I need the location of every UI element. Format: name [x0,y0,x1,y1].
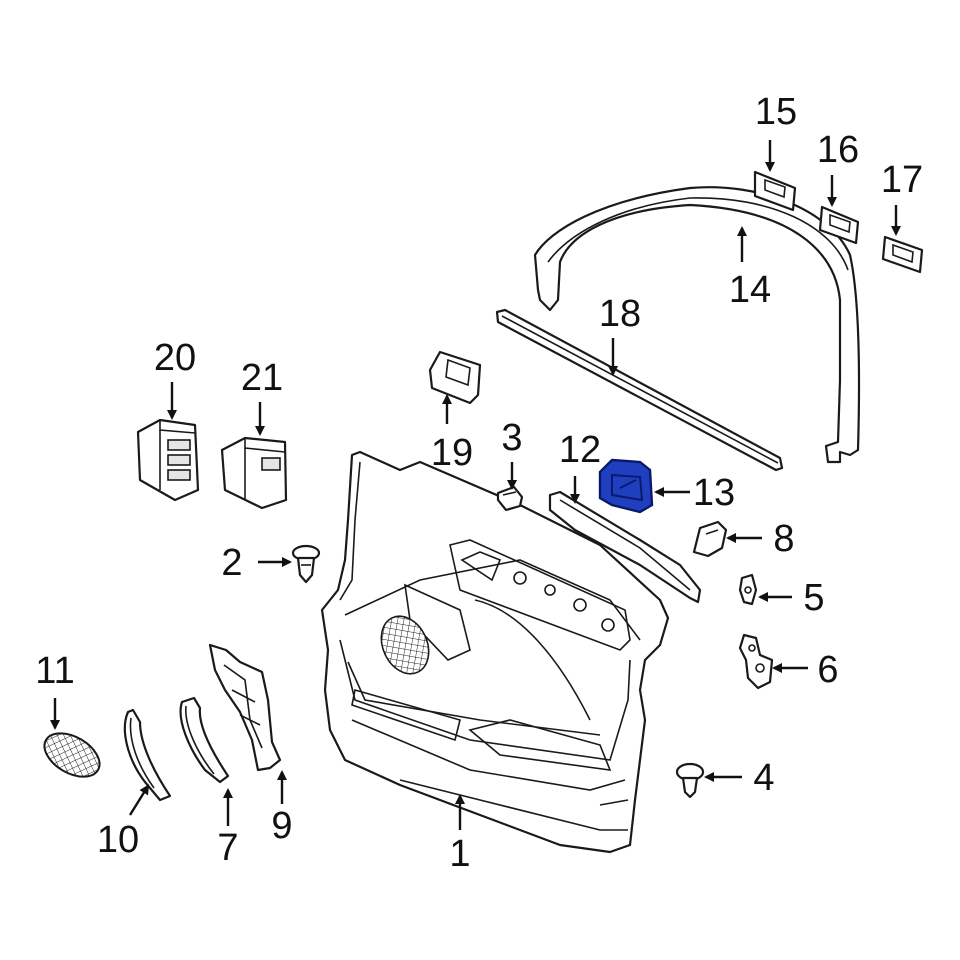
callout-20: 20 [154,337,196,379]
callout-14: 14 [729,269,771,311]
part-10-trim [123,708,172,802]
callout-6: 6 [817,649,838,691]
part-1-door-panel [320,450,670,854]
part-6-bracket [738,633,774,690]
part-16-clip [818,205,860,245]
callout-12: 12 [559,429,601,471]
callout-19: 19 [431,432,473,474]
part-12-armrest-trim [548,490,702,604]
callout-2: 2 [221,542,242,584]
part-11-speaker-grille [43,732,101,778]
part-15-clip [753,170,797,212]
part-2-clip [291,544,321,584]
part-19-clip [428,350,482,405]
callout-15: 15 [755,91,797,133]
part-21-switch [220,436,288,510]
leader-10 [128,784,150,816]
callout-11: 11 [35,650,74,692]
callout-21: 21 [241,357,283,399]
part-9-support [208,643,282,772]
part-14-frame-seal [533,186,861,464]
part-20-switch-module [136,418,200,502]
part-7-trim [179,696,230,784]
part-13-highlighted-cover [598,458,654,514]
callout-17: 17 [881,159,923,201]
callout-3: 3 [501,417,522,459]
callout-18: 18 [599,293,641,335]
callout-5: 5 [803,577,824,619]
callout-9: 9 [271,805,292,847]
callout-1: 1 [449,833,470,875]
callout-13: 13 [693,472,735,514]
callout-labels: 1 2 3 4 5 6 7 8 9 10 11 12 13 14 15 16 1… [35,91,923,875]
part-18-weatherstrip [495,308,784,472]
leader-lines [50,140,901,830]
callout-10: 10 [97,819,139,861]
callout-16: 16 [817,129,859,171]
callout-4: 4 [753,757,774,799]
part-5-bracket [738,573,758,606]
part-4-clip [675,762,705,799]
callout-8: 8 [773,518,794,560]
part-8-bracket [692,520,728,558]
part-17-clip [881,235,924,274]
callout-7: 7 [217,827,238,869]
